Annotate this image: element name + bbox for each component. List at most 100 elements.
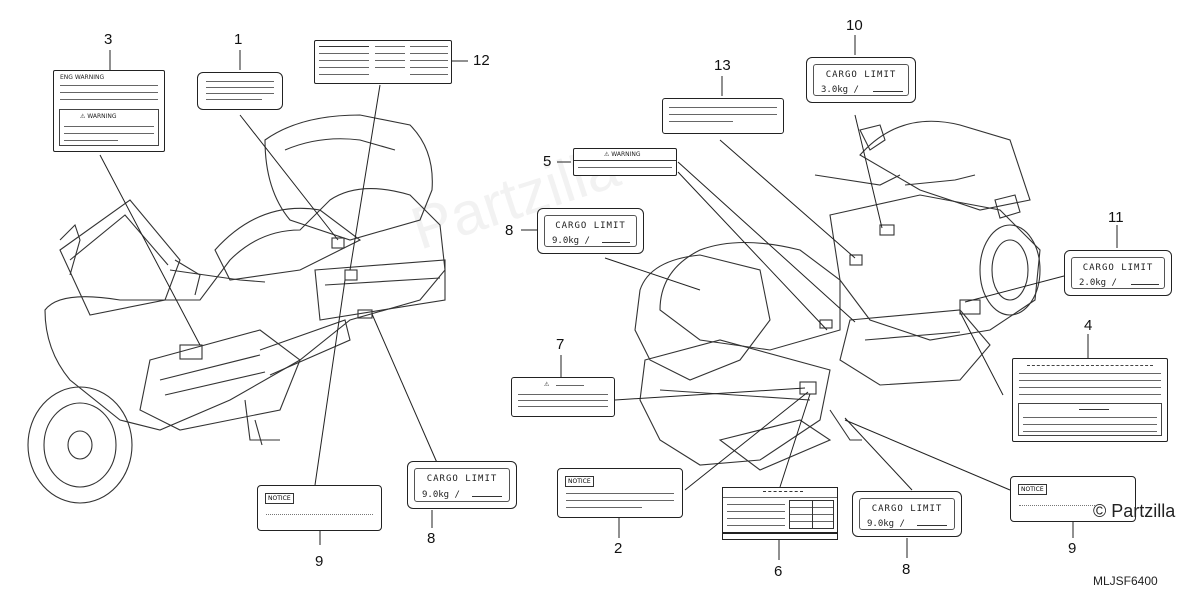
fill-line <box>917 525 947 526</box>
text-line <box>60 85 158 86</box>
table-rule <box>790 521 833 522</box>
text-line <box>1019 387 1161 388</box>
diagram-code: MLJSF6400 <box>1093 574 1158 588</box>
label-8a-title: CARGO LIMIT <box>555 221 626 231</box>
label-3-header: ENG WARNING <box>60 74 105 81</box>
leader-lines <box>99 35 1118 560</box>
callout-number-5: 5 <box>543 153 552 170</box>
table-rule <box>723 532 837 534</box>
triangle-icon: ⚠ <box>544 381 550 388</box>
text-line <box>669 114 777 115</box>
text-line <box>1079 409 1109 410</box>
text-line <box>266 514 373 515</box>
table-rule <box>812 501 813 528</box>
text-line <box>727 525 785 526</box>
text-line <box>375 67 405 68</box>
warning-section: ⚠ WARNING <box>59 109 159 146</box>
text-line <box>375 60 405 61</box>
label-8b-box: CARGO LIMIT 9.0kg / <box>407 461 517 509</box>
label-11-weight: 2.0kg / <box>1079 278 1117 288</box>
text-line <box>319 74 369 75</box>
text-line <box>1019 373 1161 374</box>
fill-line <box>873 91 903 92</box>
callout-number-7: 7 <box>556 336 565 353</box>
text-line <box>206 81 274 82</box>
callout-number-9-right: 9 <box>1068 540 1077 557</box>
text-line <box>375 53 405 54</box>
text-line <box>556 385 584 386</box>
text-line <box>64 140 118 141</box>
text-line <box>566 493 674 494</box>
table-rule <box>790 514 833 515</box>
callout-number-3: 3 <box>104 31 113 48</box>
label-5-header-strip: ⚠ WARNING <box>574 149 676 161</box>
text-line <box>64 126 154 127</box>
label-11-inner-border <box>1071 257 1165 289</box>
text-line <box>375 46 405 47</box>
fill-line <box>472 496 502 497</box>
text-line <box>763 491 803 492</box>
warning-section <box>1018 403 1162 436</box>
callout-number-8-upper: 8 <box>505 222 514 239</box>
text-line <box>1019 505 1095 506</box>
callout-number-9-left: 9 <box>315 553 324 570</box>
callout-number-11: 11 <box>1108 209 1124 226</box>
label-9a-header: NOTICE <box>265 493 294 504</box>
text-line <box>410 53 448 54</box>
label-9a-box: NOTICE <box>257 485 382 531</box>
label-10-box: CARGO LIMIT 3.0kg / <box>806 57 916 103</box>
text-line <box>566 500 674 501</box>
text-line <box>410 74 448 75</box>
callout-number-6: 6 <box>774 563 783 580</box>
left-motorcycle <box>27 114 446 504</box>
label-4-box <box>1012 358 1168 442</box>
right-motorcycle <box>634 120 1041 471</box>
label-3-box: ENG WARNING ⚠ WARNING <box>53 70 165 152</box>
text-line <box>1027 365 1153 366</box>
label-8a-weight: 9.0kg / <box>552 236 590 246</box>
label-3-warning: ⚠ WARNING <box>80 113 117 120</box>
label-11-title: CARGO LIMIT <box>1082 263 1154 273</box>
callout-number-1: 1 <box>234 31 243 48</box>
label-5-box: ⚠ WARNING <box>573 148 677 176</box>
text-line <box>60 99 158 100</box>
text-line <box>206 93 274 94</box>
label-5-warning: ⚠ WARNING <box>604 151 641 158</box>
label-8c-inner-border <box>859 498 955 530</box>
label-8c-title: CARGO LIMIT <box>871 504 943 514</box>
label-8a-box: CARGO LIMIT 9.0kg / <box>537 208 644 254</box>
callout-number-13: 13 <box>714 57 731 74</box>
text-line <box>206 99 262 100</box>
label-8b-inner-border <box>414 468 510 502</box>
label-2-header: NOTICE <box>565 476 594 487</box>
label-11-box: CARGO LIMIT 2.0kg / <box>1064 250 1172 296</box>
table-grid <box>789 500 834 529</box>
text-line <box>727 518 785 519</box>
label-8c-box: CARGO LIMIT 9.0kg / <box>852 491 962 537</box>
label-1-box <box>197 72 283 110</box>
label-8a-inner-border <box>544 215 637 247</box>
text-line <box>566 507 642 508</box>
text-line <box>1023 417 1157 418</box>
callout-number-2: 2 <box>614 540 623 557</box>
callout-number-8-middle: 8 <box>427 530 436 547</box>
text-line <box>410 67 448 68</box>
label-8c-weight: 9.0kg / <box>867 519 905 529</box>
label-13-box <box>662 98 784 134</box>
label-12-box <box>314 40 452 84</box>
label-8b-title: CARGO LIMIT <box>426 474 498 484</box>
text-line <box>1019 394 1161 395</box>
label-7-box: ⚠ <box>511 377 615 417</box>
text-line <box>64 133 154 134</box>
label-2-box: NOTICE <box>557 468 683 518</box>
text-line <box>319 60 369 61</box>
text-line <box>206 87 274 88</box>
callout-number-12: 12 <box>473 52 490 69</box>
text-line <box>1023 431 1157 432</box>
text-line <box>319 67 369 68</box>
label-9b-box: NOTICE <box>1010 476 1136 522</box>
text-line <box>669 107 777 108</box>
label-6-box <box>722 487 838 540</box>
text-line <box>669 121 733 122</box>
